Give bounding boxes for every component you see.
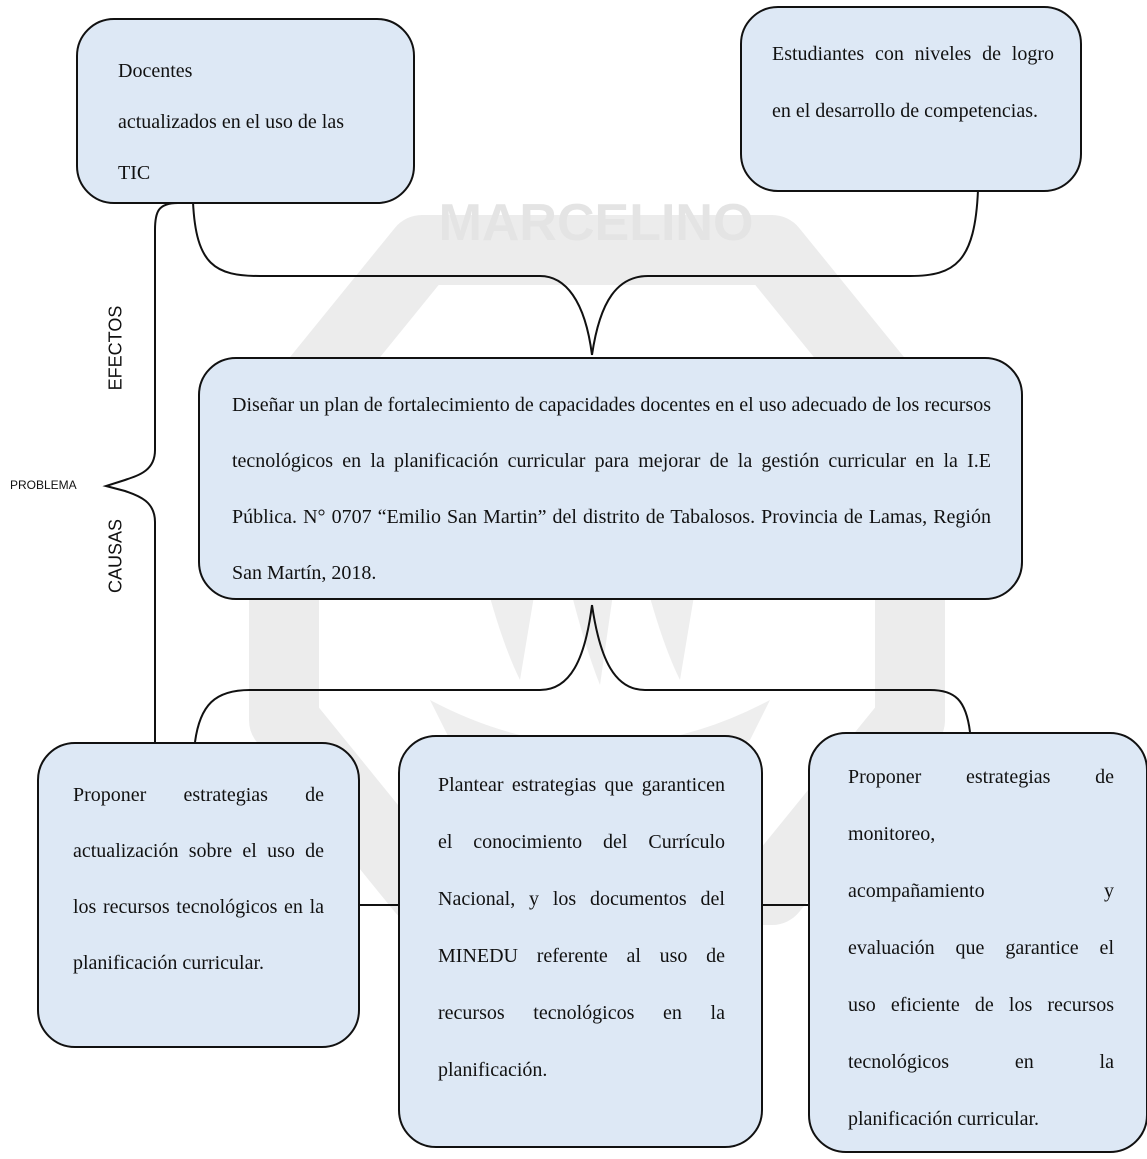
cause-1-text: Proponer estrategias de actualización so… xyxy=(73,784,324,974)
problem-brace xyxy=(102,202,179,742)
cause-3-line-3: evaluación que garantice el xyxy=(848,937,1114,959)
effect-docentes-line-1: Docentes xyxy=(118,60,193,82)
effect-docentes-line-3: TIC xyxy=(118,162,151,184)
cause-2-text: Plantear estrategias que garanticen el c… xyxy=(438,774,725,1081)
cause-3-line-2: acompañamiento y xyxy=(848,880,1114,902)
cause-3-line-4: uso eficiente de los recursos xyxy=(848,994,1114,1016)
cause-3-line-1: Proponer estrategias de monitoreo, xyxy=(848,766,1114,845)
problem-text: Diseñar un plan de fortalecimiento de ca… xyxy=(232,394,991,584)
cause-3-line-5: tecnológicos en la xyxy=(848,1051,1114,1073)
effect-estudiantes-text: Estudiantes con niveles de logro en el d… xyxy=(772,43,1054,122)
watermark-text: MARCELINO xyxy=(439,194,754,252)
effect-box-estudiantes: Estudiantes con niveles de logro en el d… xyxy=(740,6,1082,192)
effect-box-docentes: Docentes actualizados en el uso de las T… xyxy=(76,18,415,204)
effect-docentes-line-2: actualizados en el uso de las xyxy=(118,111,345,133)
causes-brace-right xyxy=(591,604,971,733)
cause-box-2: Plantear estrategias que garanticen el c… xyxy=(398,735,763,1148)
problema-label: PROBLEMA xyxy=(10,478,77,492)
cause-box-3: Proponer estrategias de monitoreo, acomp… xyxy=(808,732,1147,1153)
cause-box-1: Proponer estrategias de actualización so… xyxy=(37,742,360,1048)
causas-label: CAUSAS xyxy=(105,518,126,594)
effects-brace-left xyxy=(192,201,593,356)
efectos-label: EFECTOS xyxy=(105,305,126,391)
effects-brace-right xyxy=(591,189,979,356)
problem-box: Diseñar un plan de fortalecimiento de ca… xyxy=(198,357,1023,600)
cause-3-line-6: planificación curricular. xyxy=(848,1108,1040,1130)
causes-brace-left xyxy=(194,604,593,743)
